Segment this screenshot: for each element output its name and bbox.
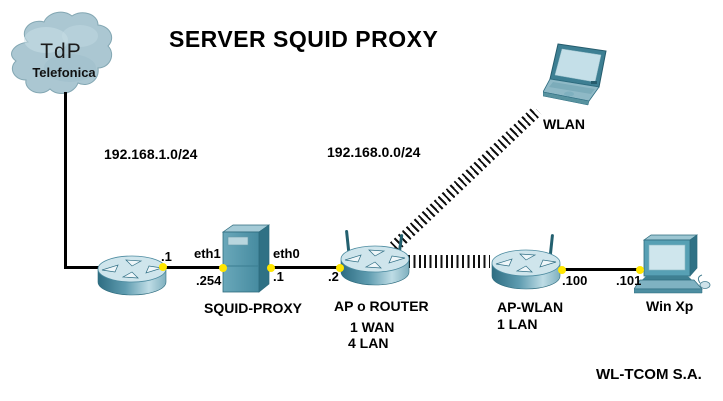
diagram-title: SERVER SQUID PROXY — [169, 26, 439, 52]
if-label-ap-router-wan: .2 — [328, 269, 339, 284]
isp-router-icon[interactable] — [95, 246, 169, 298]
port-dot-ap-router-wan — [336, 264, 344, 272]
cloud-label-tdp: TdP — [40, 40, 82, 63]
wireless-link-ap-router-ap-wlan — [408, 255, 490, 268]
isp-cloud-icon[interactable] — [6, 6, 116, 102]
device-label-squid-proxy: SQUID-PROXY — [204, 300, 303, 316]
link-cloud-router-horizontal — [64, 266, 112, 269]
device-label-winxp: Win Xp — [646, 298, 694, 314]
device-label-ap-router-lan-ports: 4 LAN — [348, 335, 389, 351]
ap-router-icon[interactable] — [332, 228, 418, 294]
link-proxy-ap-router — [269, 266, 342, 269]
link-ap-wlan-winxp — [561, 268, 643, 271]
squid-proxy-server-icon[interactable] — [219, 222, 273, 300]
winxp-pc-icon[interactable] — [634, 234, 712, 300]
if-label-proxy-eth0-ip: .1 — [273, 269, 284, 284]
if-label-proxy-eth1: eth1 — [194, 246, 221, 261]
link-router-proxy — [161, 266, 224, 269]
port-dot-proxy-eth0 — [267, 264, 275, 272]
device-label-ap-router-wan-ports: 1 WAN — [350, 319, 395, 335]
port-dot-isp-router-lan — [159, 263, 167, 271]
subnet-label-lan0: 192.168.0.0/24 — [327, 144, 421, 160]
device-label-ap-wlan-ports: 1 LAN — [497, 316, 538, 332]
device-label-ap-router: AP o ROUTER — [334, 298, 429, 314]
if-label-proxy-eth1-ip: .254 — [196, 273, 222, 288]
port-dot-ap-wlan — [558, 266, 566, 274]
if-label-winxp-ip: .101 — [616, 273, 642, 288]
device-label-ap-wlan: AP-WLAN — [497, 299, 564, 315]
port-dot-proxy-eth1 — [219, 264, 227, 272]
cloud-label-telefonica: Telefonica — [32, 65, 96, 80]
subnet-label-lan1: 192.168.1.0/24 — [104, 146, 198, 162]
link-cloud-router-vertical — [64, 92, 67, 269]
if-label-proxy-eth0: eth0 — [273, 246, 300, 261]
company-label: WL-TCOM S.A. — [596, 366, 702, 383]
port-dot-winxp — [636, 266, 644, 274]
device-label-wlan-laptop: WLAN — [543, 116, 585, 132]
if-label-isp-router-lan: .1 — [161, 249, 172, 264]
if-label-ap-wlan-ip: .100 — [562, 273, 588, 288]
ap-wlan-icon[interactable] — [486, 234, 566, 296]
wlan-laptop-icon[interactable] — [543, 42, 613, 112]
